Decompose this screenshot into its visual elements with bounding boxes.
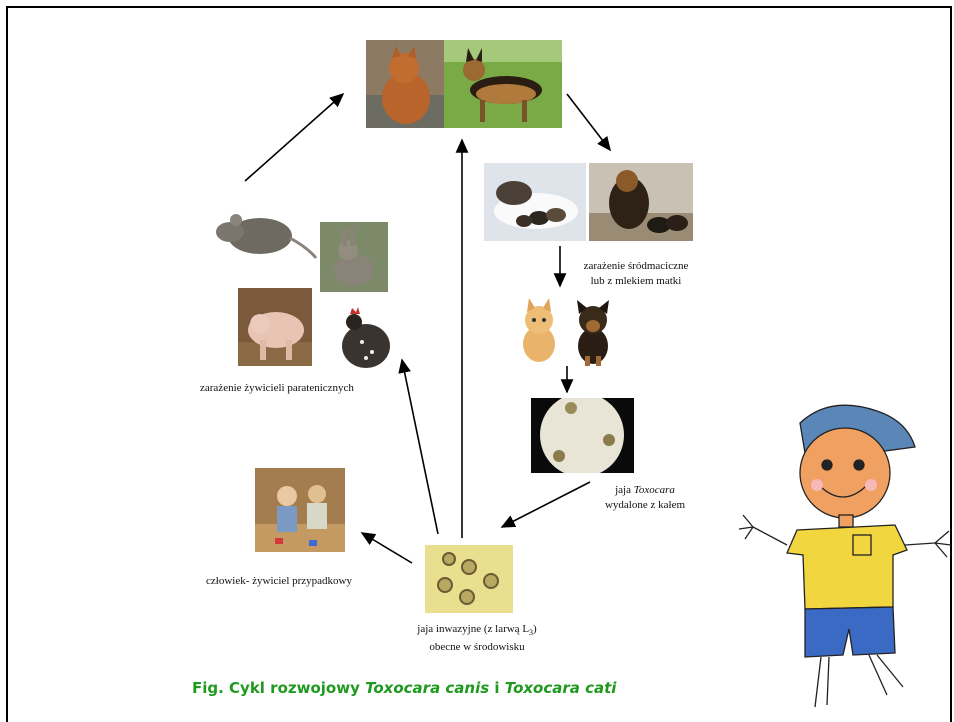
cat-with-kittens-photo <box>484 163 586 241</box>
puppy-photo <box>567 296 619 368</box>
rat-photo <box>208 198 318 264</box>
arrow-invasive-to-human <box>360 532 413 564</box>
children-playing-photo <box>255 468 345 552</box>
invasive-eggs-caption: jaja inwazyjne (z larwą L3) obecne w śro… <box>417 623 537 654</box>
rabbit-photo <box>320 222 388 292</box>
arrow-adults-to-mothers <box>566 93 611 152</box>
eggs-excreted-caption: jaja Toxocara wydalone z kałem <box>604 484 686 511</box>
dog-with-puppies-photo <box>589 163 693 241</box>
accidental-host-caption: człowiek- żywiciel przypadkowy <box>206 575 352 587</box>
kitten-photo <box>513 296 565 366</box>
invasive-eggs-photo <box>425 545 513 613</box>
arrow-invasive-to-paratenic <box>398 358 439 535</box>
arrow-paratenic-to-adults <box>244 92 345 182</box>
paratenic-hosts-caption: zarażenie żywicieli paratenicznych <box>200 382 354 394</box>
cartoon-boy-illustration <box>738 404 952 708</box>
figure-title: Fig. Cykl rozwojowy Toxocara canis i Tox… <box>192 679 617 697</box>
adult-cat-photo <box>366 40 444 128</box>
adult-dog-photo <box>444 40 562 128</box>
toxocara-eggs-microscope-photo <box>531 398 634 473</box>
chicken-photo <box>326 302 404 380</box>
pig-photo <box>238 288 312 366</box>
arrow-eggs-to-invasive <box>500 481 591 528</box>
